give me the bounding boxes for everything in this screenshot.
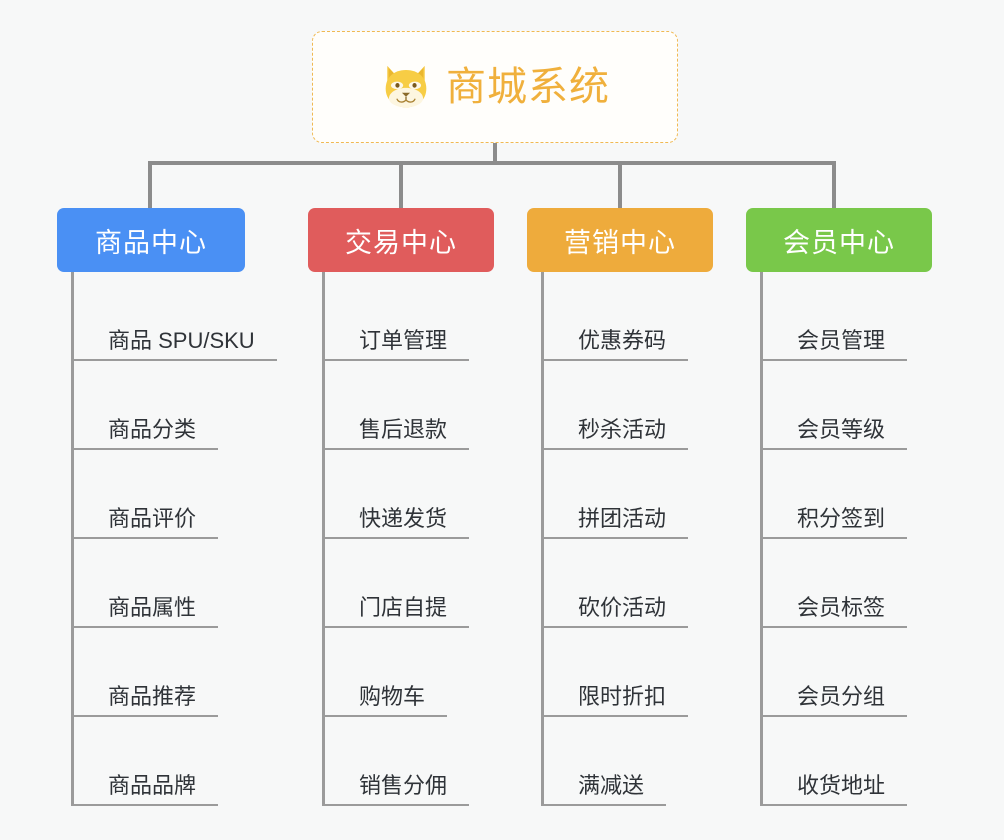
subitem[interactable]: 限时折扣 bbox=[544, 628, 713, 717]
subitem[interactable]: 满减送 bbox=[544, 717, 713, 806]
subitem[interactable]: 会员分组 bbox=[763, 628, 932, 717]
connector-drop-1 bbox=[148, 161, 152, 208]
branch-column-member-center: 会员中心会员管理会员等级积分签到会员标签会员分组收货地址 bbox=[746, 208, 932, 806]
subitem-label: 限时折扣 bbox=[544, 684, 689, 717]
category-box-product-center[interactable]: 商品中心 bbox=[57, 208, 245, 272]
subitem-label: 拼团活动 bbox=[544, 506, 689, 539]
subitem-list-member-center: 会员管理会员等级积分签到会员标签会员分组收货地址 bbox=[760, 272, 932, 806]
subitem[interactable]: 商品 SPU/SKU bbox=[74, 272, 277, 361]
subitem-label: 快递发货 bbox=[325, 506, 470, 539]
subitem-label: 满减送 bbox=[544, 773, 667, 806]
category-box-marketing-center[interactable]: 营销中心 bbox=[527, 208, 713, 272]
subitem[interactable]: 会员标签 bbox=[763, 539, 932, 628]
connector-horizontal-bus bbox=[148, 161, 836, 165]
subitem-label: 秒杀活动 bbox=[544, 417, 689, 450]
subitem[interactable]: 会员管理 bbox=[763, 272, 932, 361]
subitem[interactable]: 商品品牌 bbox=[74, 717, 245, 806]
subitem-label: 门店自提 bbox=[325, 595, 470, 628]
connector-drop-3 bbox=[618, 161, 622, 208]
subitem[interactable]: 积分签到 bbox=[763, 450, 932, 539]
subitem-label: 收货地址 bbox=[763, 773, 908, 806]
subitem-label: 售后退款 bbox=[325, 417, 470, 450]
subitem-label: 积分签到 bbox=[763, 506, 908, 539]
category-label: 交易中心 bbox=[345, 227, 457, 258]
root-node[interactable]: 商城系统 bbox=[312, 31, 678, 143]
subitem[interactable]: 会员等级 bbox=[763, 361, 932, 450]
subitem[interactable]: 门店自提 bbox=[325, 539, 494, 628]
category-label: 营销中心 bbox=[564, 227, 676, 258]
subitem-list-marketing-center: 优惠券码秒杀活动拼团活动砍价活动限时折扣满减送 bbox=[541, 272, 713, 806]
subitem-label: 商品分类 bbox=[74, 417, 219, 450]
subitem-label: 订单管理 bbox=[325, 328, 470, 361]
subitem-list-trade-center: 订单管理售后退款快递发货门店自提购物车销售分佣 bbox=[322, 272, 494, 806]
connector-drop-4 bbox=[832, 161, 836, 208]
subitem[interactable]: 砍价活动 bbox=[544, 539, 713, 628]
subitem[interactable]: 销售分佣 bbox=[325, 717, 494, 806]
subitem[interactable]: 商品评价 bbox=[74, 450, 245, 539]
subitem-label: 砍价活动 bbox=[544, 595, 689, 628]
subitem-label: 会员分组 bbox=[763, 684, 908, 717]
subitem-label: 商品推荐 bbox=[74, 684, 219, 717]
subitem-label: 优惠券码 bbox=[544, 328, 689, 361]
subitem[interactable]: 商品分类 bbox=[74, 361, 245, 450]
subitem-label: 商品属性 bbox=[74, 595, 219, 628]
root-title: 商城系统 bbox=[446, 65, 610, 109]
category-box-member-center[interactable]: 会员中心 bbox=[746, 208, 932, 272]
subitem[interactable]: 订单管理 bbox=[325, 272, 494, 361]
subitem-label: 会员等级 bbox=[763, 417, 908, 450]
subitem-label: 购物车 bbox=[325, 684, 448, 717]
subitem-label: 会员管理 bbox=[763, 328, 908, 361]
category-box-trade-center[interactable]: 交易中心 bbox=[308, 208, 494, 272]
root-node-content: 商城系统 bbox=[380, 61, 610, 113]
subitem[interactable]: 售后退款 bbox=[325, 361, 494, 450]
subitem-list-product-center: 商品 SPU/SKU 商品分类商品评价商品属性商品推荐商品品牌 bbox=[71, 272, 277, 806]
connector-root-stub bbox=[493, 143, 497, 163]
branch-column-product-center: 商品中心商品 SPU/SKU 商品分类商品评价商品属性商品推荐商品品牌 bbox=[57, 208, 277, 806]
subitem[interactable]: 购物车 bbox=[325, 628, 494, 717]
subitem[interactable]: 商品推荐 bbox=[74, 628, 245, 717]
subitem[interactable]: 快递发货 bbox=[325, 450, 494, 539]
connector-drop-2 bbox=[399, 161, 403, 208]
subitem-label: 商品品牌 bbox=[74, 773, 219, 806]
subitem[interactable]: 优惠券码 bbox=[544, 272, 713, 361]
branch-column-trade-center: 交易中心订单管理售后退款快递发货门店自提购物车销售分佣 bbox=[308, 208, 494, 806]
subitem[interactable]: 拼团活动 bbox=[544, 450, 713, 539]
subitem-label: 会员标签 bbox=[763, 595, 908, 628]
subitem-label: 商品评价 bbox=[74, 506, 219, 539]
branch-column-marketing-center: 营销中心优惠券码秒杀活动拼团活动砍价活动限时折扣满减送 bbox=[527, 208, 713, 806]
subitem[interactable]: 商品属性 bbox=[74, 539, 245, 628]
subitem[interactable]: 收货地址 bbox=[763, 717, 932, 806]
shiba-dog-icon bbox=[385, 65, 427, 108]
category-label: 商品中心 bbox=[95, 227, 207, 258]
category-label: 会员中心 bbox=[783, 227, 895, 258]
subitem[interactable]: 秒杀活动 bbox=[544, 361, 713, 450]
subitem-label: 商品 SPU/SKU bbox=[74, 328, 277, 361]
subitem-label: 销售分佣 bbox=[325, 773, 470, 806]
